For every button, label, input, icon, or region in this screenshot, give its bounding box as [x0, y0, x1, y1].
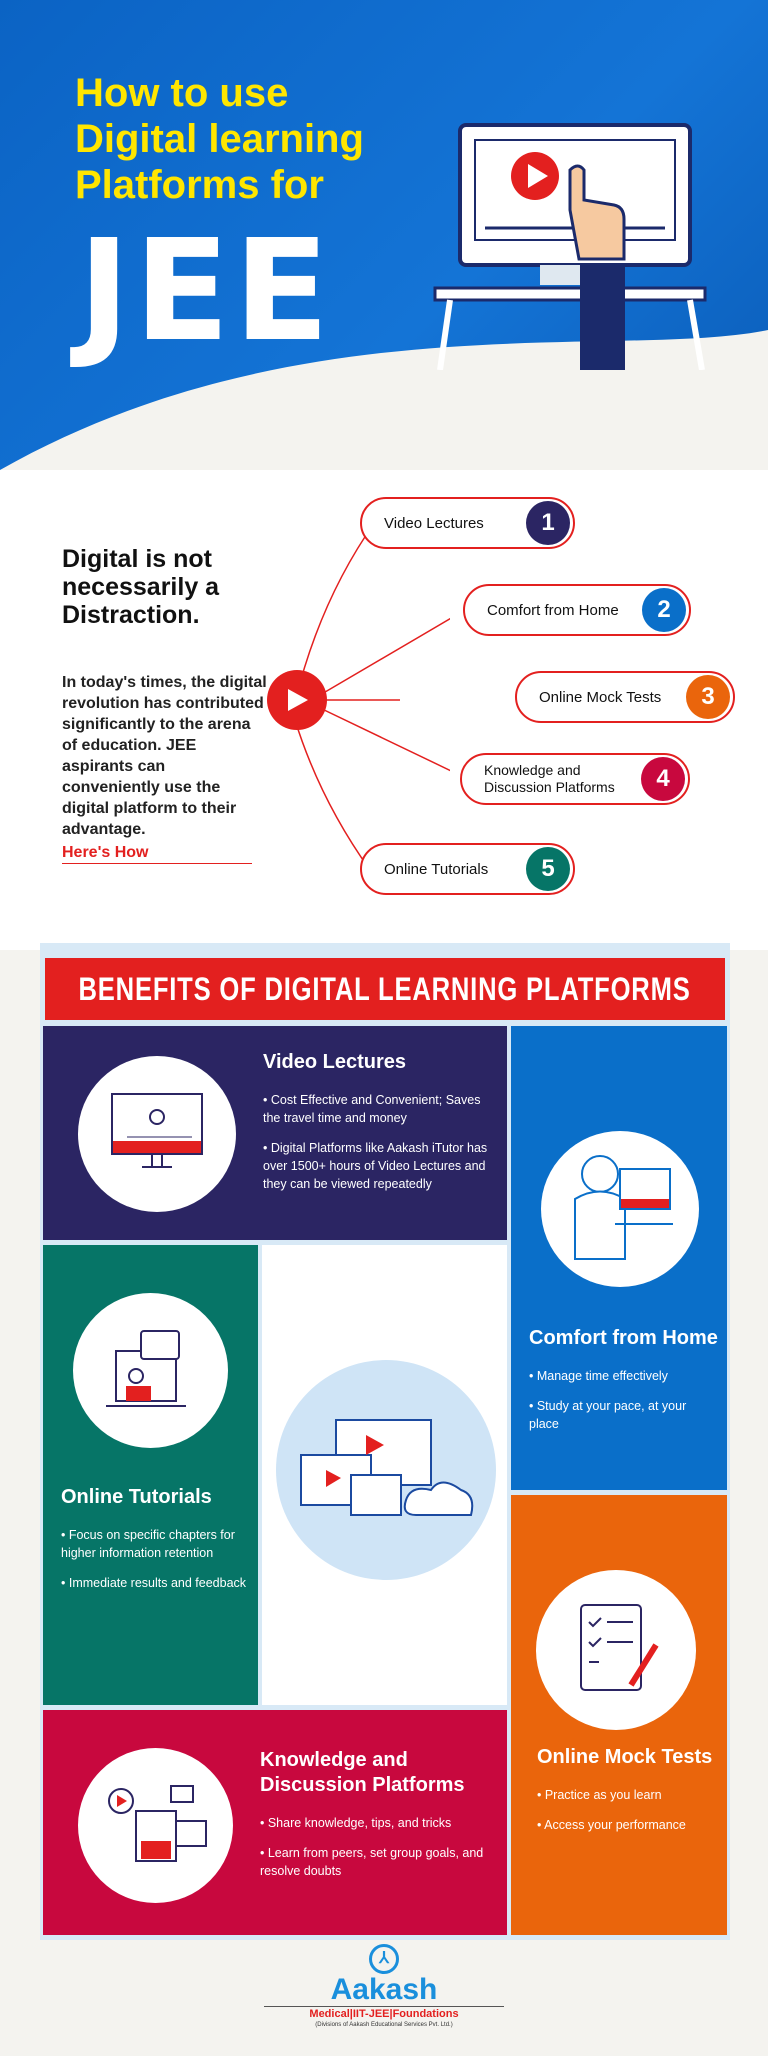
monitor-hand-illustration-icon	[433, 123, 707, 370]
bullet: • Access your performance	[537, 1818, 686, 1832]
center-illustration-box	[262, 1245, 507, 1705]
card-comfort-home: Comfort from Home • Manage time effective…	[511, 1026, 727, 1490]
way-label: Comfort from Home	[487, 601, 619, 619]
bullet: • Manage time effectively	[529, 1369, 668, 1383]
card-video-lectures: Video Lectures • Cost Effective and Conve…	[43, 1026, 507, 1240]
brand-tagline: Medical|IIT-JEE|Foundations	[309, 2008, 459, 2020]
monitor-icon	[78, 1056, 236, 1212]
card-title: Comfort from Home	[529, 1327, 718, 1349]
way-number-3: 3	[686, 675, 730, 719]
intro-heading: Digital is not necessarily a Distraction…	[62, 545, 220, 629]
aakash-logo-icon: ⅄	[369, 1944, 399, 1974]
tutor-screen-icon	[73, 1293, 228, 1448]
way-item-5: Online Tutorials 5	[360, 843, 575, 895]
card-online-mock-tests: Online Mock Tests • Practice as you learn…	[511, 1495, 727, 1935]
card-title: Video Lectures	[263, 1051, 407, 1073]
bullet: • Learn from peers, set group goals, and…	[260, 1846, 484, 1878]
intro-text-block: In today's times, the digital revolution…	[62, 672, 267, 864]
way-number-1: 1	[526, 501, 570, 545]
bullet: • Immediate results and feedback	[61, 1576, 247, 1590]
bullet: • Cost Effective and Convenient; Saves t…	[263, 1093, 481, 1125]
title-line-3: Platforms for	[75, 163, 324, 207]
intro-body: In today's times, the digital revolution…	[62, 674, 267, 838]
way-label: Video Lectures	[384, 514, 484, 532]
brand-sub: (Divisions of Aakash Educational Service…	[315, 2022, 453, 2028]
test-checklist-icon	[536, 1570, 696, 1730]
way-item-4: Knowledge and Discussion Platforms 4	[460, 753, 690, 805]
way-label: Knowledge and Discussion Platforms	[484, 762, 615, 795]
benefits-title: BENEFITS OF DIGITAL LEARNING PLATFORMS	[78, 970, 692, 1007]
way-number-5: 5	[526, 847, 570, 891]
bullet: • Practice as you learn	[537, 1788, 662, 1802]
card-online-tutorials: Online Tutorials • Focus on specific chap…	[43, 1245, 258, 1705]
play-icon	[267, 670, 327, 730]
way-item-2: Comfort from Home 2	[463, 584, 691, 636]
way-number-2: 2	[642, 588, 686, 632]
card-title: Online Mock Tests	[537, 1746, 713, 1768]
way-item-1: Video Lectures 1	[360, 497, 575, 549]
brand-name: Aakash	[264, 1974, 504, 2007]
bullet: • Share knowledge, tips, and tricks	[260, 1816, 452, 1830]
bullet: • Study at your pace, at your place	[529, 1399, 687, 1431]
title-jee: JEE	[78, 210, 334, 373]
title-line-2: Digital learning	[75, 117, 364, 161]
aakash-logo: ⅄ Aakash Medical|IIT-JEE|Foundations (Di…	[264, 1944, 504, 2029]
way-item-3: Online Mock Tests 3	[515, 671, 735, 723]
heres-how-link[interactable]: Here's How	[62, 842, 252, 864]
bullet: • Digital Platforms like Aakash iTutor h…	[263, 1141, 488, 1191]
person-at-desk-icon	[541, 1131, 699, 1287]
title-line-1: How to use	[75, 71, 289, 115]
benefits-title-bar: BENEFITS OF DIGITAL LEARNING PLATFORMS	[45, 958, 725, 1020]
devices-cloud-icon	[276, 1360, 496, 1580]
connector-lines	[294, 521, 450, 871]
discussion-icon	[78, 1748, 233, 1903]
way-number-4: 4	[641, 757, 685, 801]
card-knowledge-discussion: Knowledge and Discussion Platforms • Shar…	[43, 1710, 507, 1935]
way-label: Online Tutorials	[384, 860, 489, 878]
card-title: Online Tutorials	[61, 1486, 212, 1508]
way-label: Online Mock Tests	[539, 688, 662, 706]
card-title: Knowledge and Discussion Platforms	[260, 1749, 465, 1796]
bullet: • Focus on specific chapters for higher …	[61, 1528, 235, 1560]
